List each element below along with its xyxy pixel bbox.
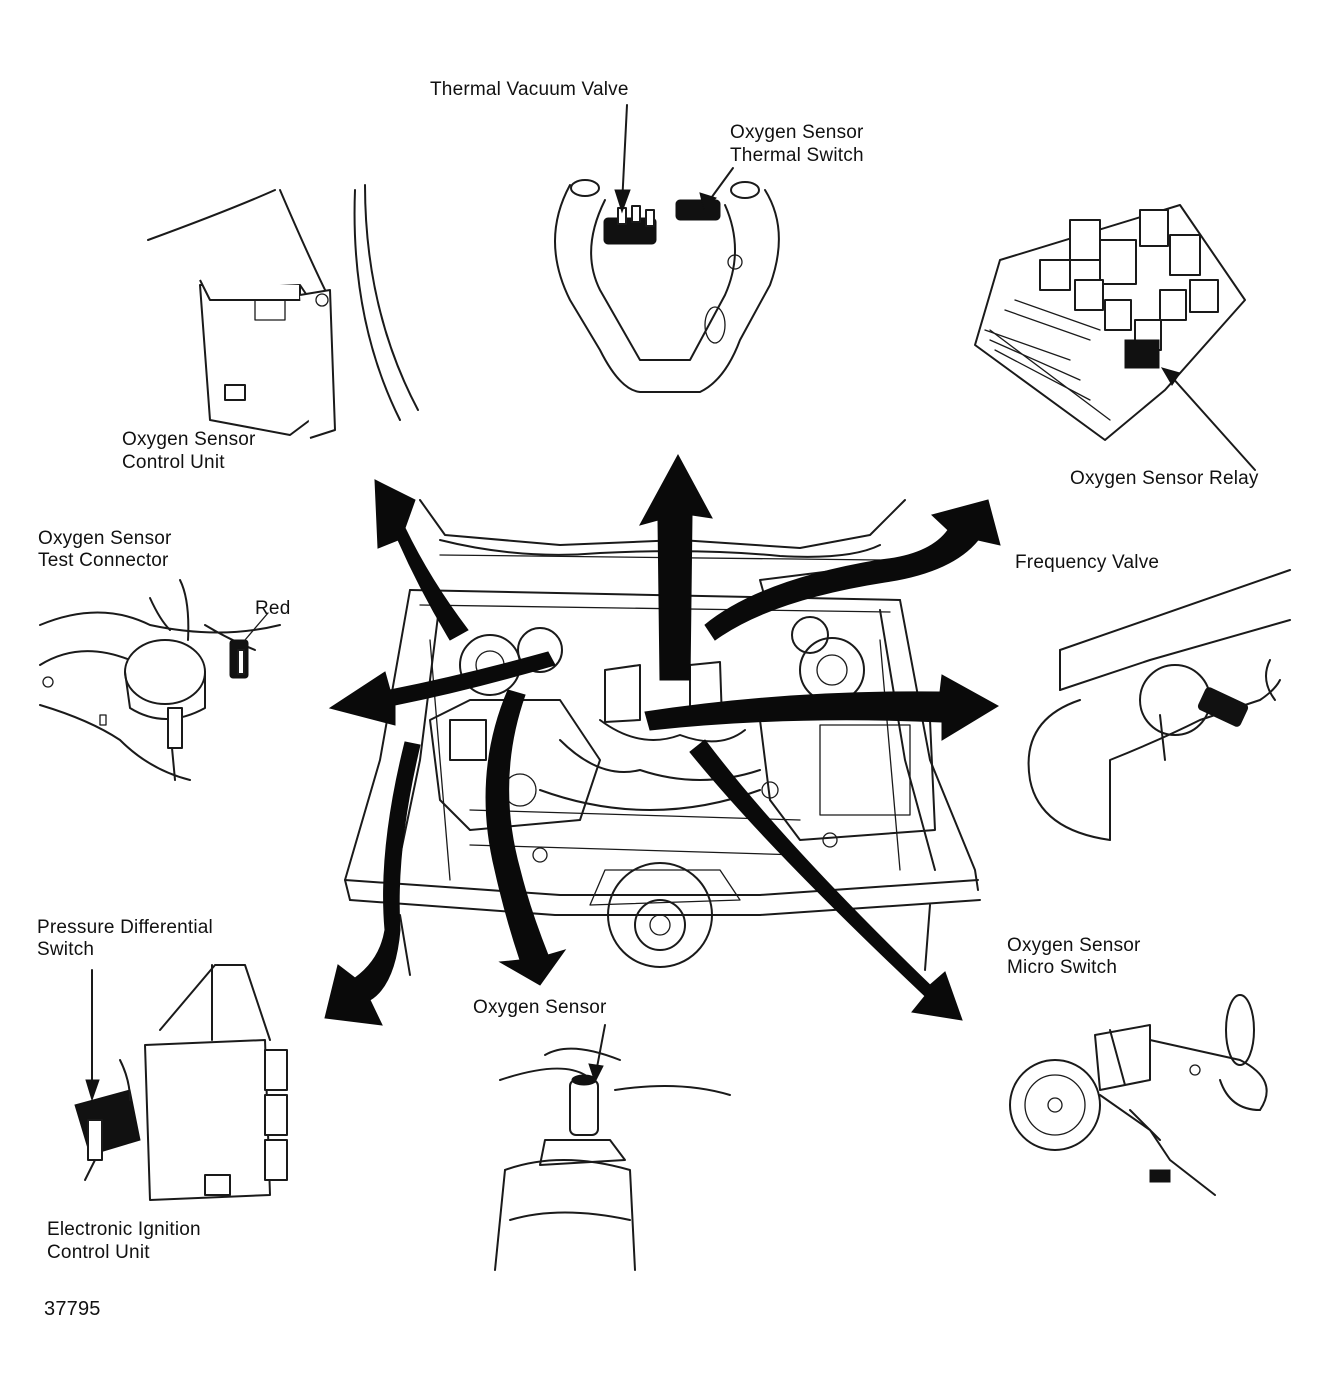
label-ignition-unit-line1: Electronic Ignition: [47, 1219, 201, 1240]
label-thermal-switch-line2: Thermal Switch: [730, 145, 864, 166]
pointer-arrows: [324, 453, 1001, 1026]
label-oxygen-sensor: Oxygen Sensor: [473, 997, 607, 1018]
label-red-wire: Red: [255, 598, 291, 619]
micro-switch-drawing: [1009, 994, 1268, 1196]
label-control-unit-line2: Control Unit: [122, 452, 225, 473]
label-micro-switch-line2: Micro Switch: [1007, 957, 1118, 978]
arrow-up-right: [704, 499, 1001, 641]
label-test-connector-line2: Test Connector: [38, 550, 169, 571]
arrow-up-left: [374, 479, 469, 641]
arrow-left: [328, 651, 556, 726]
ignition-unit-drawing: [74, 964, 288, 1201]
label-test-connector-line1: Oxygen Sensor: [38, 528, 172, 549]
label-micro-switch-line1: Oxygen Sensor: [1007, 935, 1141, 956]
thermal-valves-drawing: [554, 104, 780, 393]
figure-number: 37795: [44, 1298, 101, 1320]
test-connector-drawing: [39, 579, 281, 781]
arrow-up: [638, 453, 713, 681]
label-ignition-unit-line2: Control Unit: [47, 1242, 150, 1263]
control-unit-drawing: [147, 184, 419, 439]
arrow-down-right: [689, 739, 963, 1021]
label-pressure-switch-line2: Switch: [37, 939, 95, 960]
frequency-valve-drawing: [1027, 569, 1291, 841]
oxygen-sensor-drawing: [494, 1024, 731, 1271]
label-pressure-switch-line1: Pressure Differential: [37, 917, 213, 938]
label-control-unit-line1: Oxygen Sensor: [122, 429, 256, 450]
arrow-down-left: [324, 741, 421, 1026]
arrow-right: [644, 674, 999, 741]
label-thermal-switch-line1: Oxygen Sensor: [730, 122, 864, 143]
relay-box-drawing: [974, 204, 1256, 471]
label-frequency-valve: Frequency Valve: [1015, 552, 1160, 573]
label-oxygen-sensor-relay: Oxygen Sensor Relay: [1070, 468, 1259, 489]
label-thermal-vacuum-valve: Thermal Vacuum Valve: [430, 79, 629, 100]
arrow-down: [485, 689, 567, 986]
